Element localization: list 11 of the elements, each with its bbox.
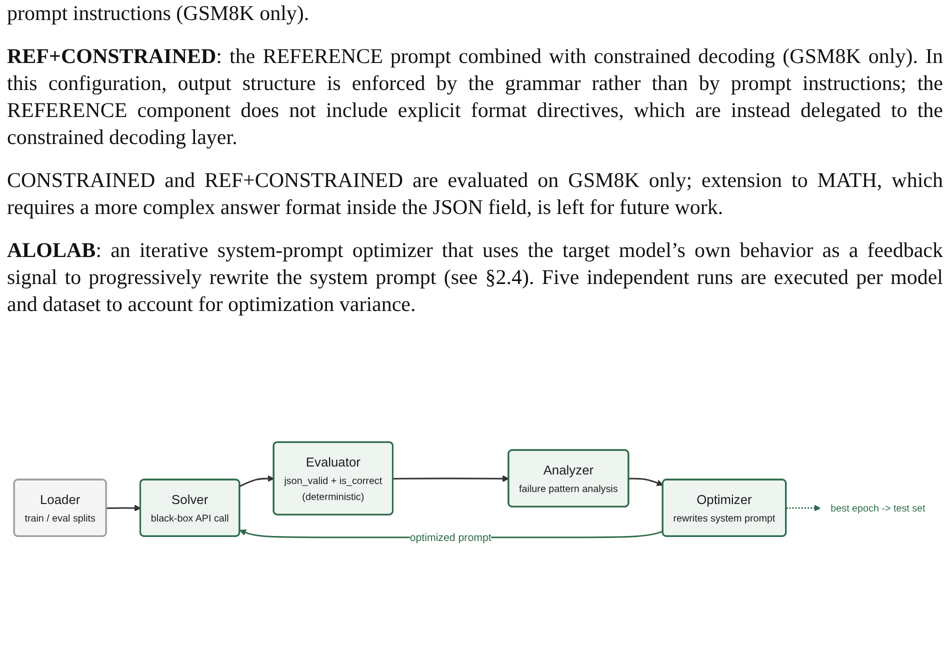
arrow	[786, 505, 821, 512]
paragraph-text: REF+CONSTRAINED: the REFERENCE prompt combined with constrained decoding (GSM8K only). In this configuration, output structure is enforced by the grammar rather than by prompt instructions; the REFERENCE component does not include explicit format directives, which are instead delegated to the constrained decoding layer.	[7, 43, 943, 151]
node-text: best epoch -> test set	[830, 502, 926, 514]
arrow	[393, 476, 510, 482]
arrow	[106, 505, 141, 512]
paragraph-text: prompt instructions (GSM8K only).	[7, 0, 310, 27]
arrow	[239, 476, 274, 488]
arrow	[628, 478, 664, 486]
paragraph-text: ALOLAB: an iterative system-prompt optimizer that uses the target model’s own behavior as a feedback signal to progressively rewrite the system prompt (see §2.4). Five independent runs are executed per model and dataset to account for optimization variance.	[7, 237, 943, 318]
edge-label: optimized prompt	[410, 531, 492, 544]
paragraph-text: CONSTRAINED and REF+CONSTRAINED are evaluated on GSM8K only; extension to MATH, which requires a more complex answer format inside the JSON field, is left for future work.	[7, 167, 943, 221]
